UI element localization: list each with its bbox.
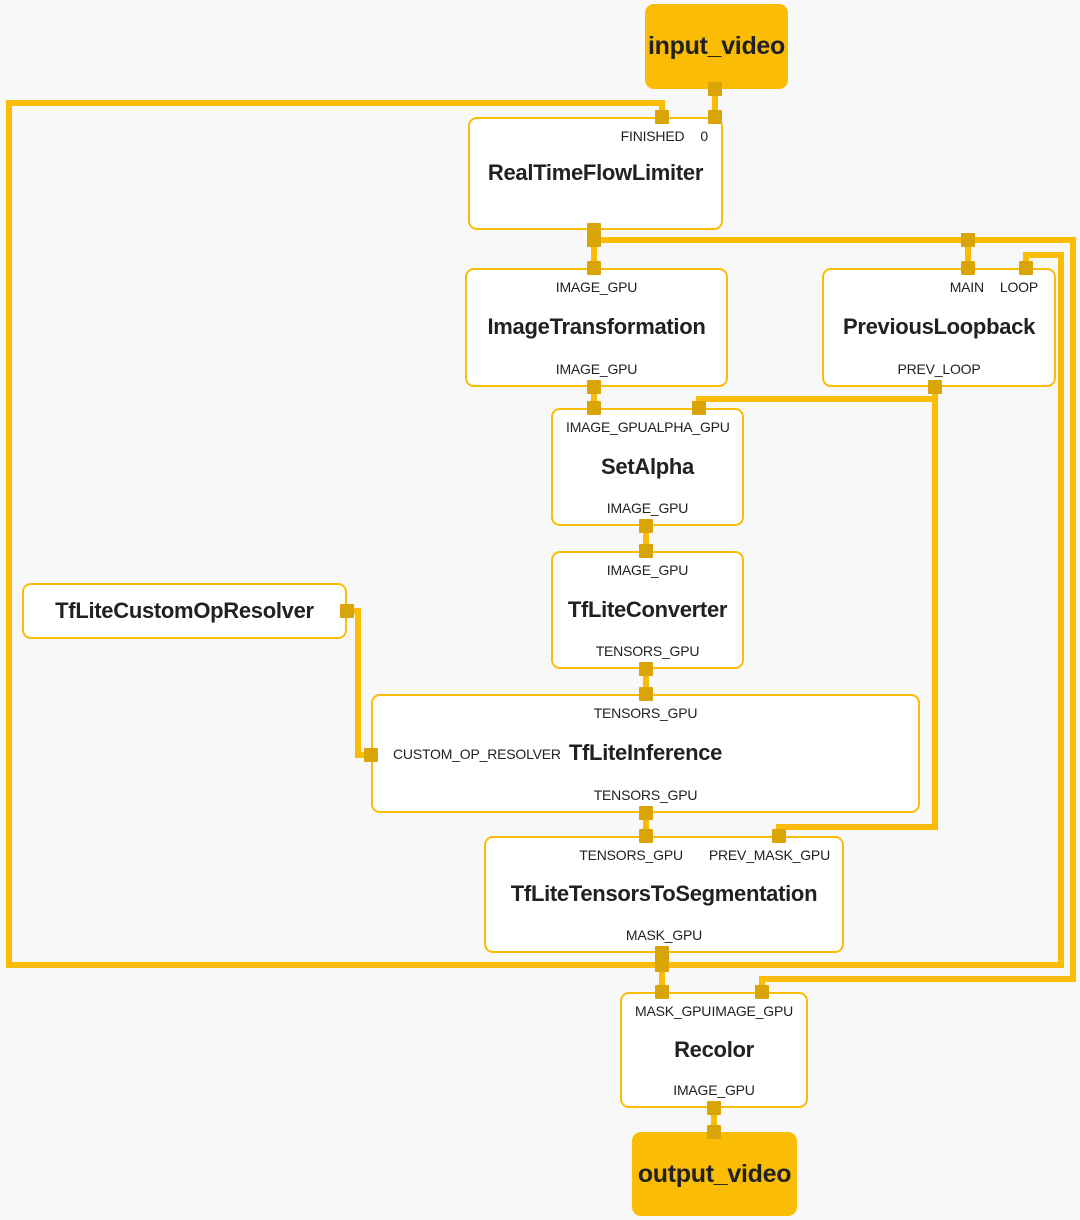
port-connector (707, 1125, 721, 1139)
edge-segment (759, 976, 1076, 982)
edge-segment (712, 89, 718, 117)
edge-segment (965, 237, 971, 268)
port-connector (639, 829, 653, 843)
port-connector (692, 401, 706, 415)
edge-segment (355, 752, 371, 758)
port-label: TENSORS_GPU (595, 642, 700, 659)
node-title: PreviousLoopback (842, 314, 1036, 340)
port-connector (340, 604, 354, 618)
edge-segment (759, 976, 765, 992)
port-label: 0 (700, 127, 708, 144)
node-title: ImageTransformation (487, 314, 706, 340)
port-connector (655, 946, 669, 960)
port-connector (639, 544, 653, 558)
node-title: SetAlpha (601, 453, 694, 479)
edge-segment (6, 962, 1064, 968)
port-connector (708, 82, 722, 96)
port-connector (639, 662, 653, 676)
node-recolor[interactable]: MASK_GPU IMAGE_GPU Recolor IMAGE_GPU (620, 992, 808, 1108)
edge-segment (659, 953, 665, 992)
port-connector (639, 687, 653, 701)
node-title: TfLiteConverter (567, 596, 728, 622)
node-title: RealTimeFlowLimiter (487, 160, 704, 186)
port-label: IMAGE_GPU (673, 1081, 755, 1098)
port-label: IMAGE_GPU (606, 561, 689, 578)
edge-segment (643, 813, 649, 836)
port-connector (587, 261, 601, 275)
edge-segment (643, 526, 649, 551)
edge-segment (6, 100, 664, 106)
port-label: IMAGE_GPU (711, 1002, 794, 1019)
edge-segment (1058, 252, 1064, 968)
port-connector (587, 380, 601, 394)
port-label: ALPHA_GPU (647, 418, 730, 435)
node-input-video[interactable]: input_video (645, 4, 788, 89)
port-connector (1019, 261, 1033, 275)
port-label: MAIN (949, 278, 984, 295)
edge-segment (659, 100, 665, 117)
edge-segment (711, 1108, 717, 1132)
edge-segment (932, 387, 938, 827)
port-connector (639, 519, 653, 533)
port-label: IMAGE_GPU (566, 418, 648, 435)
edge-segment (696, 396, 938, 402)
node-title: Recolor (674, 1036, 754, 1062)
edge-segment (6, 100, 12, 968)
edge-segment (1023, 252, 1029, 268)
port-label: MASK_GPU (625, 926, 703, 943)
port-label: CUSTOM_OP_RESOLVER (393, 745, 561, 762)
node-output-video[interactable]: output_video (632, 1132, 797, 1216)
port-label: MASK_GPU (635, 1002, 712, 1019)
port-connector (364, 748, 378, 762)
edge-segment (355, 608, 361, 758)
node-setalpha[interactable]: IMAGE_GPU ALPHA_GPU SetAlpha IMAGE_GPU (551, 408, 744, 526)
edge-segment (591, 387, 597, 408)
node-title: output_video (637, 1159, 792, 1188)
port-label: LOOP (999, 278, 1038, 295)
edge-segment (776, 824, 938, 830)
port-connector (707, 1101, 721, 1115)
edge-segment (591, 237, 1076, 243)
port-label: IMAGE_GPU (555, 360, 638, 377)
port-connector (655, 958, 669, 972)
node-tfliteconverter[interactable]: IMAGE_GPU TfLiteConverter TENSORS_GPU (551, 551, 744, 669)
port-label: PREV_LOOP (897, 360, 981, 377)
port-connector (587, 233, 601, 247)
port-connector (961, 233, 975, 247)
node-tfliteinference[interactable]: TENSORS_GPU CUSTOM_OP_RESOLVER TfLiteInf… (371, 694, 920, 813)
node-previousloopback[interactable]: MAIN LOOP PreviousLoopback PREV_LOOP (822, 268, 1056, 387)
node-title: TfLiteInference (568, 740, 723, 766)
port-connector (928, 380, 942, 394)
node-title: input_video (648, 32, 785, 60)
port-connector (755, 985, 769, 999)
edge-segment (1070, 237, 1076, 982)
port-connector (655, 985, 669, 999)
port-label: TENSORS_GPU (593, 704, 698, 721)
port-label: PREV_MASK_GPU (708, 846, 830, 863)
node-realtimeflowlimiter[interactable]: FINISHED 0 RealTimeFlowLimiter (468, 117, 723, 230)
port-connector (655, 110, 669, 124)
node-imagetransformation[interactable]: IMAGE_GPU ImageTransformation IMAGE_GPU (465, 268, 728, 387)
port-connector (587, 401, 601, 415)
edge-segment (1023, 252, 1064, 258)
edge-segment (347, 608, 361, 614)
port-connector (708, 110, 722, 124)
port-connector (639, 806, 653, 820)
port-label: TENSORS_GPU (579, 846, 683, 863)
node-tflitetensorstosegmentation[interactable]: TENSORS_GPU PREV_MASK_GPU TfLiteTensorsT… (484, 836, 844, 953)
port-label: IMAGE_GPU (606, 499, 689, 516)
node-title: TfLiteTensorsToSegmentation (510, 881, 818, 907)
node-tflitecustomopresolver[interactable]: TfLiteCustomOpResolver (22, 583, 347, 639)
port-label: FINISHED (620, 127, 685, 144)
edge-segment (643, 669, 649, 694)
port-label: IMAGE_GPU (555, 278, 638, 295)
node-title: TfLiteCustomOpResolver (55, 597, 314, 623)
port-connector (961, 261, 975, 275)
port-label: TENSORS_GPU (593, 786, 698, 803)
port-connector (772, 829, 786, 843)
edge-segment (591, 230, 597, 268)
